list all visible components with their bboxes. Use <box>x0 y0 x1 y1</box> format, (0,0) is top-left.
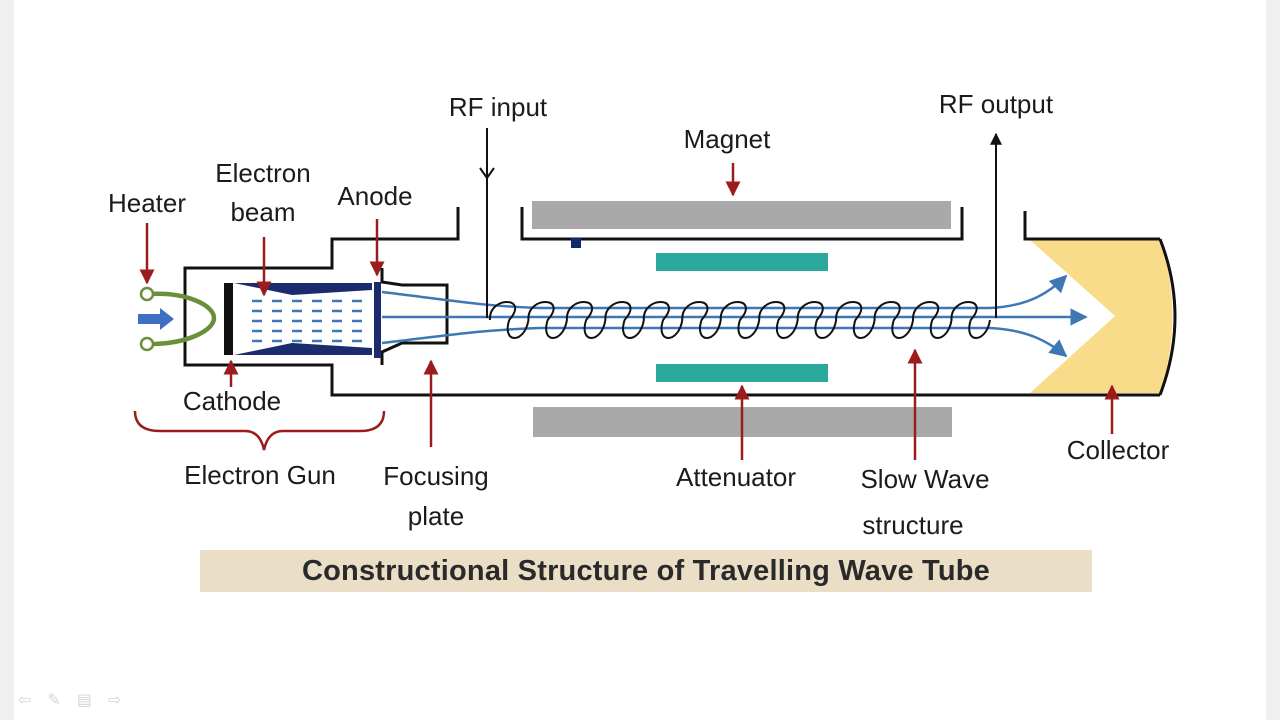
menu-icon[interactable]: ▤ <box>76 690 92 709</box>
label-heater: Heater <box>108 188 186 218</box>
label-rf-output: RF output <box>939 89 1054 119</box>
electron-gun-brace <box>133 410 386 451</box>
cathode <box>224 283 233 355</box>
right-margin-bar <box>1266 0 1280 720</box>
heater <box>138 286 217 352</box>
left-margin-bar <box>0 0 14 720</box>
label-anode: Anode <box>337 181 412 211</box>
label-cathode: Cathode <box>183 386 281 416</box>
gun-shell <box>234 283 372 355</box>
label-attenuator: Attenuator <box>676 462 796 492</box>
label-electron-gun: Electron Gun <box>184 460 336 490</box>
anode-plate <box>374 282 381 358</box>
label-slow-wave-line2: structure <box>862 510 963 540</box>
electron-beam <box>252 299 362 343</box>
label-electron-beam-line2: beam <box>230 197 295 227</box>
callout-arrows <box>139 163 1120 460</box>
helix-slow-wave <box>488 301 991 339</box>
label-rf-input: RF input <box>449 92 548 122</box>
attenuator-bottom <box>656 364 828 382</box>
label-collector: Collector <box>1067 435 1170 465</box>
beam-flow-lines <box>381 274 1088 358</box>
label-magnet: Magnet <box>684 124 771 154</box>
arrow-left-icon[interactable]: ⇦ <box>18 690 32 709</box>
pen-icon[interactable]: ✎ <box>47 690 61 709</box>
attenuator-top <box>656 253 828 271</box>
label-focusing-plate-line1: Focusing <box>383 461 489 491</box>
title-banner: Constructional Structure of Travelling W… <box>200 550 1092 592</box>
diagram-title: Constructional Structure of Travelling W… <box>302 554 990 587</box>
heater-arrow-icon <box>138 308 174 330</box>
label-electron-beam-line1: Electron <box>215 158 310 188</box>
label-slow-wave-line1: Slow Wave <box>860 464 989 494</box>
cursor-square <box>571 238 581 248</box>
slide-player-controls: ⇦ ✎ ▤ ⇨ <box>18 692 121 708</box>
label-focusing-plate-line2: plate <box>408 501 464 531</box>
tube-body <box>183 207 1177 397</box>
arrow-right-icon[interactable]: ⇨ <box>107 690 122 709</box>
collector <box>1030 240 1173 393</box>
magnet-top <box>532 201 951 229</box>
